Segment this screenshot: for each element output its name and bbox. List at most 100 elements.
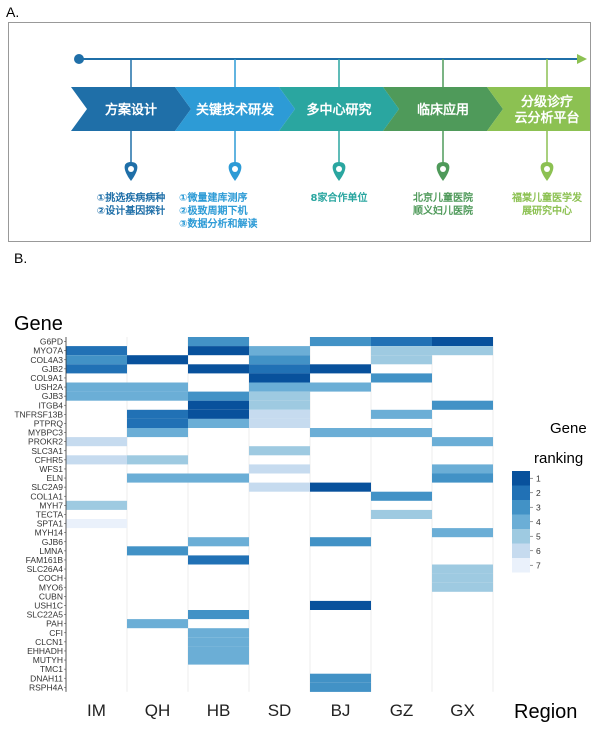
heatmap-cell [127, 546, 188, 556]
gene-tick-label: MYH7 [39, 500, 63, 510]
heatmap-cell [310, 364, 371, 374]
heatmap-cell [432, 337, 493, 347]
legend-swatch [512, 543, 530, 558]
gene-tick-label: USH2A [35, 382, 64, 392]
heatmap-cell [432, 564, 493, 574]
gene-tick-label: SLC26A4 [27, 564, 64, 574]
legend-swatch [512, 485, 530, 500]
gene-tick-label: COL1A1 [30, 491, 63, 501]
heatmap-cell [249, 382, 310, 392]
gene-tick-label: CFI [49, 628, 63, 638]
heatmap-cell [371, 355, 432, 365]
heatmap-cell [310, 682, 371, 692]
heatmap-cell [432, 464, 493, 474]
heatmap-cell [371, 373, 432, 383]
heatmap-cell [371, 509, 432, 519]
heatmap-cell [188, 418, 249, 428]
gene-tick-label: EHHADH [27, 646, 63, 656]
heatmap-cell [66, 364, 127, 374]
legend-title-line1: Gene [550, 420, 587, 437]
stage-title: 方案设计 [105, 102, 157, 118]
heatmap-cell [127, 428, 188, 438]
stage-point: ②设计基因探针 [97, 204, 165, 217]
heatmap-cell [127, 355, 188, 365]
heatmap-cell [310, 382, 371, 392]
gene-tick-label: SLC3A1 [31, 446, 63, 456]
heatmap-cell [310, 537, 371, 547]
heatmap-cell [127, 382, 188, 392]
heatmap-cell [66, 437, 127, 447]
gene-tick-label: CLCN1 [35, 637, 63, 647]
gene-tick-label: ITGB4 [38, 400, 63, 410]
heatmap-cell [432, 473, 493, 483]
heatmap-cell [66, 500, 127, 510]
gene-tick-label: COL4A3 [30, 355, 63, 365]
heatmap-cell [249, 418, 310, 428]
gene-tick-label: SLC2A9 [31, 482, 63, 492]
gene-tick-label: PTPRQ [34, 418, 64, 428]
heatmap-cell [188, 637, 249, 647]
legend-swatch [512, 471, 530, 486]
stage-title: 云分析平台 [514, 110, 579, 126]
heatmap-cell [127, 473, 188, 483]
heatmap-cell [310, 482, 371, 492]
heatmap-cell [188, 610, 249, 620]
legend-title-line2: ranking [534, 450, 584, 467]
gene-tick-label: SPTA1 [37, 519, 64, 529]
heatmap-cell [310, 337, 371, 347]
stage-title: 分级诊疗 [521, 94, 573, 110]
heatmap-cell [249, 364, 310, 374]
heatmap-cell [127, 409, 188, 419]
stage-point: 北京儿童医院 [413, 191, 473, 204]
gene-axis-title: Gene [14, 313, 63, 335]
workflow-diagram: 方案设计①挑选疾病病种②设计基因探针关键技术研发①微量建库测序②极致周期下机③数… [71, 54, 600, 230]
gene-tick-label: PROKR2 [28, 437, 63, 447]
stage-point: 8家合作单位 [311, 191, 368, 204]
heatmap-cell [188, 646, 249, 656]
legend-level-label: 7 [536, 560, 541, 570]
heatmap-cell [249, 355, 310, 365]
location-pin-hole [128, 166, 134, 172]
gene-tick-label: MUTYH [33, 655, 63, 665]
heatmap-cell [371, 491, 432, 501]
gene-tick-label: COL9A1 [30, 373, 63, 383]
gene-tick-label: TNFRSF13B [14, 409, 63, 419]
stage-chevron [383, 87, 503, 131]
stage-point: 福棠儿童医学发 [511, 191, 583, 204]
heatmap-cell [66, 391, 127, 401]
region-tick-label: BJ [331, 701, 351, 720]
panel-a-label: A. [6, 4, 20, 20]
heatmap-cell [66, 355, 127, 365]
timeline-start-dot [74, 54, 84, 64]
heatmap-cell [249, 446, 310, 456]
heatmap-cell [188, 346, 249, 356]
heatmap-cell [432, 582, 493, 592]
stage-point: ①挑选疾病病种 [97, 191, 165, 204]
heatmap-cell [188, 537, 249, 547]
heatmap-cell [249, 373, 310, 383]
heatmap-cell [188, 628, 249, 638]
location-pin-hole [336, 166, 342, 172]
legend-level-label: 6 [536, 546, 541, 556]
gene-tick-label: TECTA [36, 509, 64, 519]
legend-level-label: 2 [536, 488, 541, 498]
heatmap-cell [310, 673, 371, 683]
region-tick-label: HB [207, 701, 231, 720]
stage-point: ③数据分析和解读 [179, 217, 257, 230]
heatmap-cell [66, 382, 127, 392]
heatmap-cell [310, 600, 371, 610]
heatmap-cell [66, 455, 127, 465]
heatmap-cell [310, 428, 371, 438]
legend-level-label: 1 [536, 473, 541, 483]
gene-tick-label: FAM161B [26, 555, 64, 565]
location-pin-hole [440, 166, 446, 172]
legend-level-label: 3 [536, 502, 541, 512]
heatmap-cell [188, 409, 249, 419]
gene-tick-label: TMC1 [40, 664, 63, 674]
location-pin-hole [232, 166, 238, 172]
region-tick-label: GX [450, 701, 475, 720]
heatmap-cell [127, 418, 188, 428]
stage-point: ②极致周期下机 [179, 204, 247, 217]
